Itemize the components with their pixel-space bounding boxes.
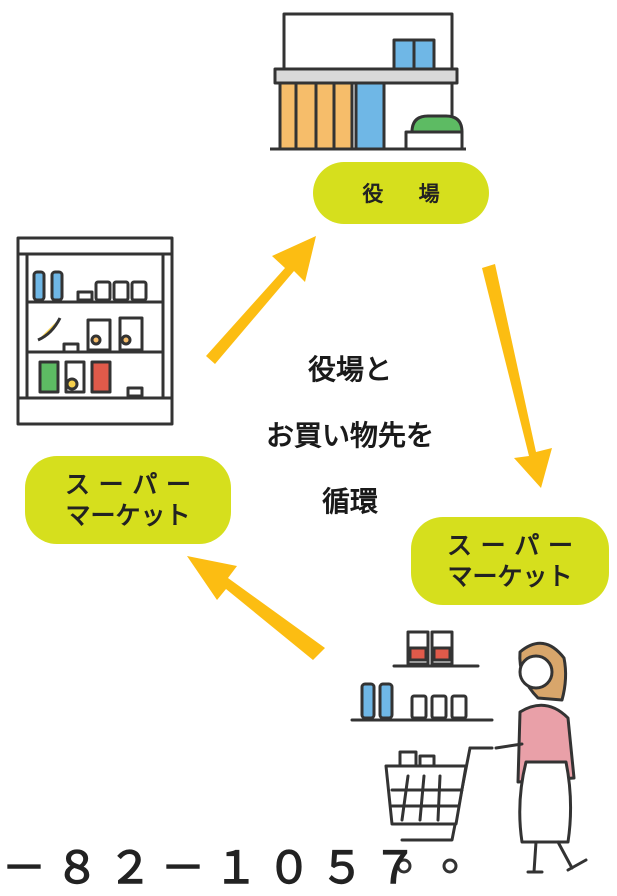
phone-number-fragment: －８２－１０５７ [0,822,417,894]
center-text-line3: 循環 [321,485,378,518]
right-supermarket-text-line2: マーケット [447,562,573,591]
arrow-to-left-supermarket [187,556,325,660]
arrow-to-town-hall [206,236,316,364]
vending-shelf-icon [16,236,174,426]
right-supermarket-text-line1: ス ー パ ー [446,531,574,560]
town-hall-text: 役 場 [362,182,454,206]
arrow-to-right-supermarket [482,264,552,488]
shopper-with-cart-icon [350,630,588,874]
center-text-line1: 役場と [307,353,392,386]
left-supermarket-text-line2: マーケット [65,501,191,530]
phone-number-text: －８２－１０５７ [2,843,426,894]
center-text-line2: お買い物先を [265,419,434,452]
right-supermarket-label: ス ー パ ー マーケット [411,517,609,605]
town-hall-icon [270,12,466,151]
left-supermarket-text-line1: ス ー パ ー [64,470,192,499]
town-hall-label: 役 場 [313,162,489,224]
cycle-arrow-icon [187,236,552,660]
left-supermarket-label: ス ー パ ー マーケット [25,456,231,544]
